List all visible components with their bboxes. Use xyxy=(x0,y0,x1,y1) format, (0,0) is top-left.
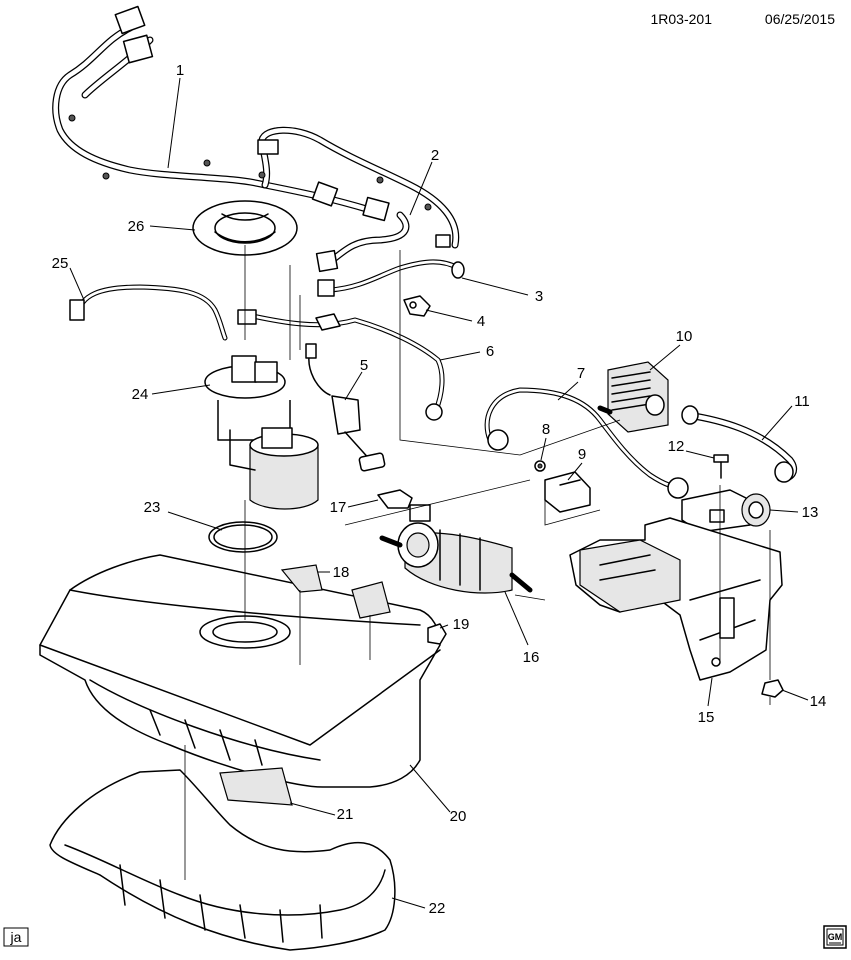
callout-26: 26 xyxy=(128,218,145,235)
nut-part-14 xyxy=(761,679,784,698)
gm-logo: GM xyxy=(823,925,847,949)
hose-part-11 xyxy=(681,405,798,483)
fuel-hose-part-3 xyxy=(317,259,465,297)
callout-11: 11 xyxy=(794,393,810,410)
nut-part-19 xyxy=(427,623,447,645)
callout-10: 10 xyxy=(676,328,693,345)
seal-part-23 xyxy=(208,521,278,553)
callout-7: 7 xyxy=(577,365,585,382)
callout-23: 23 xyxy=(144,499,161,516)
gm-logo-text: GM xyxy=(828,932,843,942)
diagram-date: 06/25/2015 xyxy=(765,11,835,27)
fuel-pump-module-part-24 xyxy=(204,355,319,510)
callout-24: 24 xyxy=(132,386,149,403)
callout-labels: 1 2 3 4 5 6 7 8 9 10 11 12 13 14 15 16 1… xyxy=(52,62,827,917)
callout-18: 18 xyxy=(333,564,350,581)
bolt-part-12 xyxy=(713,454,729,479)
bracket-part-9 xyxy=(544,471,591,513)
callout-12: 12 xyxy=(668,438,685,455)
callout-4: 4 xyxy=(477,313,485,330)
callout-19: 19 xyxy=(453,616,470,633)
callout-5: 5 xyxy=(360,357,368,374)
callout-1: 1 xyxy=(176,62,184,79)
callout-22: 22 xyxy=(429,900,446,917)
callout-6: 6 xyxy=(486,343,494,360)
fuel-level-sensor-part-5 xyxy=(305,343,386,472)
author-initials-box: ja xyxy=(3,927,29,947)
grommet-part-8 xyxy=(534,460,546,472)
tank-shield-part-22 xyxy=(49,769,396,951)
valve-part-13 xyxy=(681,489,771,533)
callout-leader-lines xyxy=(69,77,809,909)
alignment-guide-lines xyxy=(184,245,771,880)
callout-20: 20 xyxy=(450,808,467,825)
evap-canister-bracket-part-15 xyxy=(569,517,783,681)
callout-21: 21 xyxy=(337,806,354,823)
callout-9: 9 xyxy=(578,446,586,463)
callout-25: 25 xyxy=(52,255,69,272)
callout-15: 15 xyxy=(698,709,715,726)
canister-filter-part-10 xyxy=(597,361,669,433)
vent-line-part-25 xyxy=(69,284,228,341)
callout-3: 3 xyxy=(535,288,543,305)
fuel-line-part-7 xyxy=(484,387,689,499)
lock-ring-part-26 xyxy=(192,200,298,256)
callout-13: 13 xyxy=(802,504,819,521)
wiring-harness-part-1 xyxy=(52,5,460,249)
insulator-part-18 xyxy=(280,564,391,619)
sensor-part-17 xyxy=(377,489,413,509)
callout-16: 16 xyxy=(523,649,540,666)
fuel-line-part-6 xyxy=(237,309,445,421)
author-initials: ja xyxy=(10,929,22,945)
callout-17: 17 xyxy=(330,499,347,516)
diagram-code: 1R03-201 xyxy=(651,11,713,27)
clip-part-4 xyxy=(403,295,431,317)
insulator-part-21 xyxy=(219,767,293,806)
callout-14: 14 xyxy=(810,693,827,710)
callout-2: 2 xyxy=(431,147,439,164)
callout-8: 8 xyxy=(542,421,550,438)
fuel-filter-part-16 xyxy=(379,504,533,594)
wiring-harness-part-2 xyxy=(315,211,410,273)
fuel-tank-part-20 xyxy=(39,554,441,788)
